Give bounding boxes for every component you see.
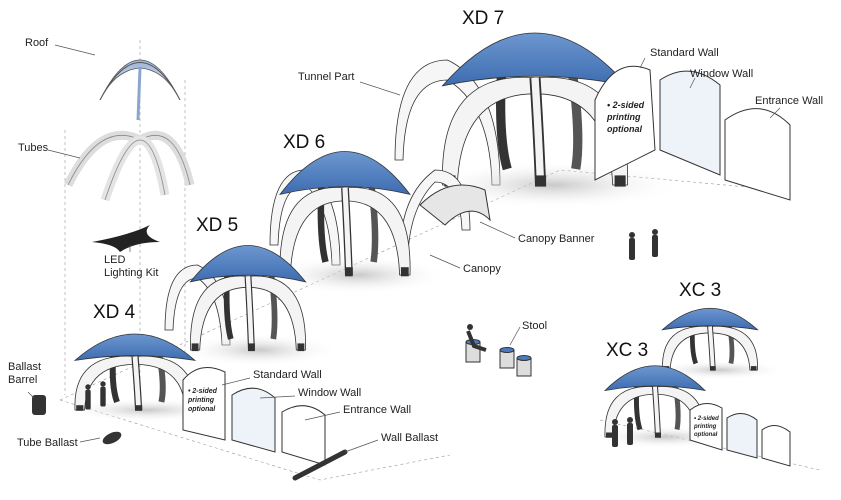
wall-ballast-icon [292, 449, 348, 481]
label-roof: Roof [25, 37, 49, 49]
tube-ballast-icon [102, 431, 122, 445]
model-xd7: XD 7 [462, 8, 504, 29]
stools [465, 324, 532, 377]
canopy-banner [419, 184, 491, 226]
domes [63, 32, 786, 449]
model-xc3-bottom: XC 3 [606, 340, 648, 361]
printing-note-xd4-2: printing [187, 397, 215, 404]
exploded-tubes [63, 130, 195, 202]
xc3-walls: • 2-sided printing optional [689, 403, 791, 467]
label-ballast-barrel-1: Ballast [8, 361, 41, 373]
led-lighting-kit-icon [92, 225, 160, 252]
label-tunnel-part: Tunnel Part [298, 71, 354, 83]
label-tubes: Tubes [18, 142, 49, 154]
canopy [399, 169, 471, 256]
dome-xc3-top [653, 308, 786, 380]
exploded-roof [99, 59, 181, 121]
printing-note-xc3-2: printing [693, 424, 717, 430]
people-silhouettes [85, 229, 658, 447]
label-led-1: LED [104, 254, 125, 266]
label-canopy: Canopy [463, 263, 501, 275]
printing-note-xd4-3: optional [188, 406, 216, 413]
printing-note-xd7-3: optional [607, 124, 642, 134]
printing-note-xc3: • 2-sided [694, 416, 719, 422]
label-tube-ballast: Tube Ballast [17, 437, 78, 449]
xd4-walls: • 2-sided printing optional [182, 367, 348, 481]
model-xc3-top: XC 3 [679, 280, 721, 301]
model-xd4: XD 4 [93, 302, 136, 323]
dome-xd6 [267, 151, 449, 295]
label-window-wall-xd7: Window Wall [690, 68, 753, 80]
leader-lines [27, 44, 781, 453]
label-ballast-barrel-2: Barrel [8, 374, 37, 386]
label-entrance-wall-xd7: Entrance Wall [755, 95, 823, 107]
label-stool: Stool [522, 320, 547, 332]
label-entrance-wall-xd4: Entrance Wall [343, 404, 411, 416]
ballast-barrel-icon [32, 395, 46, 415]
label-wall-ballast: Wall Ballast [381, 432, 438, 444]
printing-note-xd7: • 2-sided [607, 100, 645, 110]
printing-note-xd4: • 2-sided [188, 388, 218, 395]
model-xd6: XD 6 [283, 132, 325, 153]
label-led-2: Lighting Kit [104, 267, 158, 279]
model-xd5: XD 5 [196, 215, 238, 236]
label-standard-wall-xd4: Standard Wall [253, 369, 322, 381]
label-window-wall-xd4: Window Wall [298, 387, 361, 399]
label-standard-wall-xd7: Standard Wall [650, 47, 719, 59]
label-canopy-banner: Canopy Banner [518, 233, 595, 245]
printing-note-xc3-3: optional [694, 432, 718, 438]
dome-xd5 [179, 245, 340, 367]
xd7-walls: • 2-sided printing optional [594, 65, 791, 201]
printing-note-xd7-2: printing [606, 112, 641, 122]
